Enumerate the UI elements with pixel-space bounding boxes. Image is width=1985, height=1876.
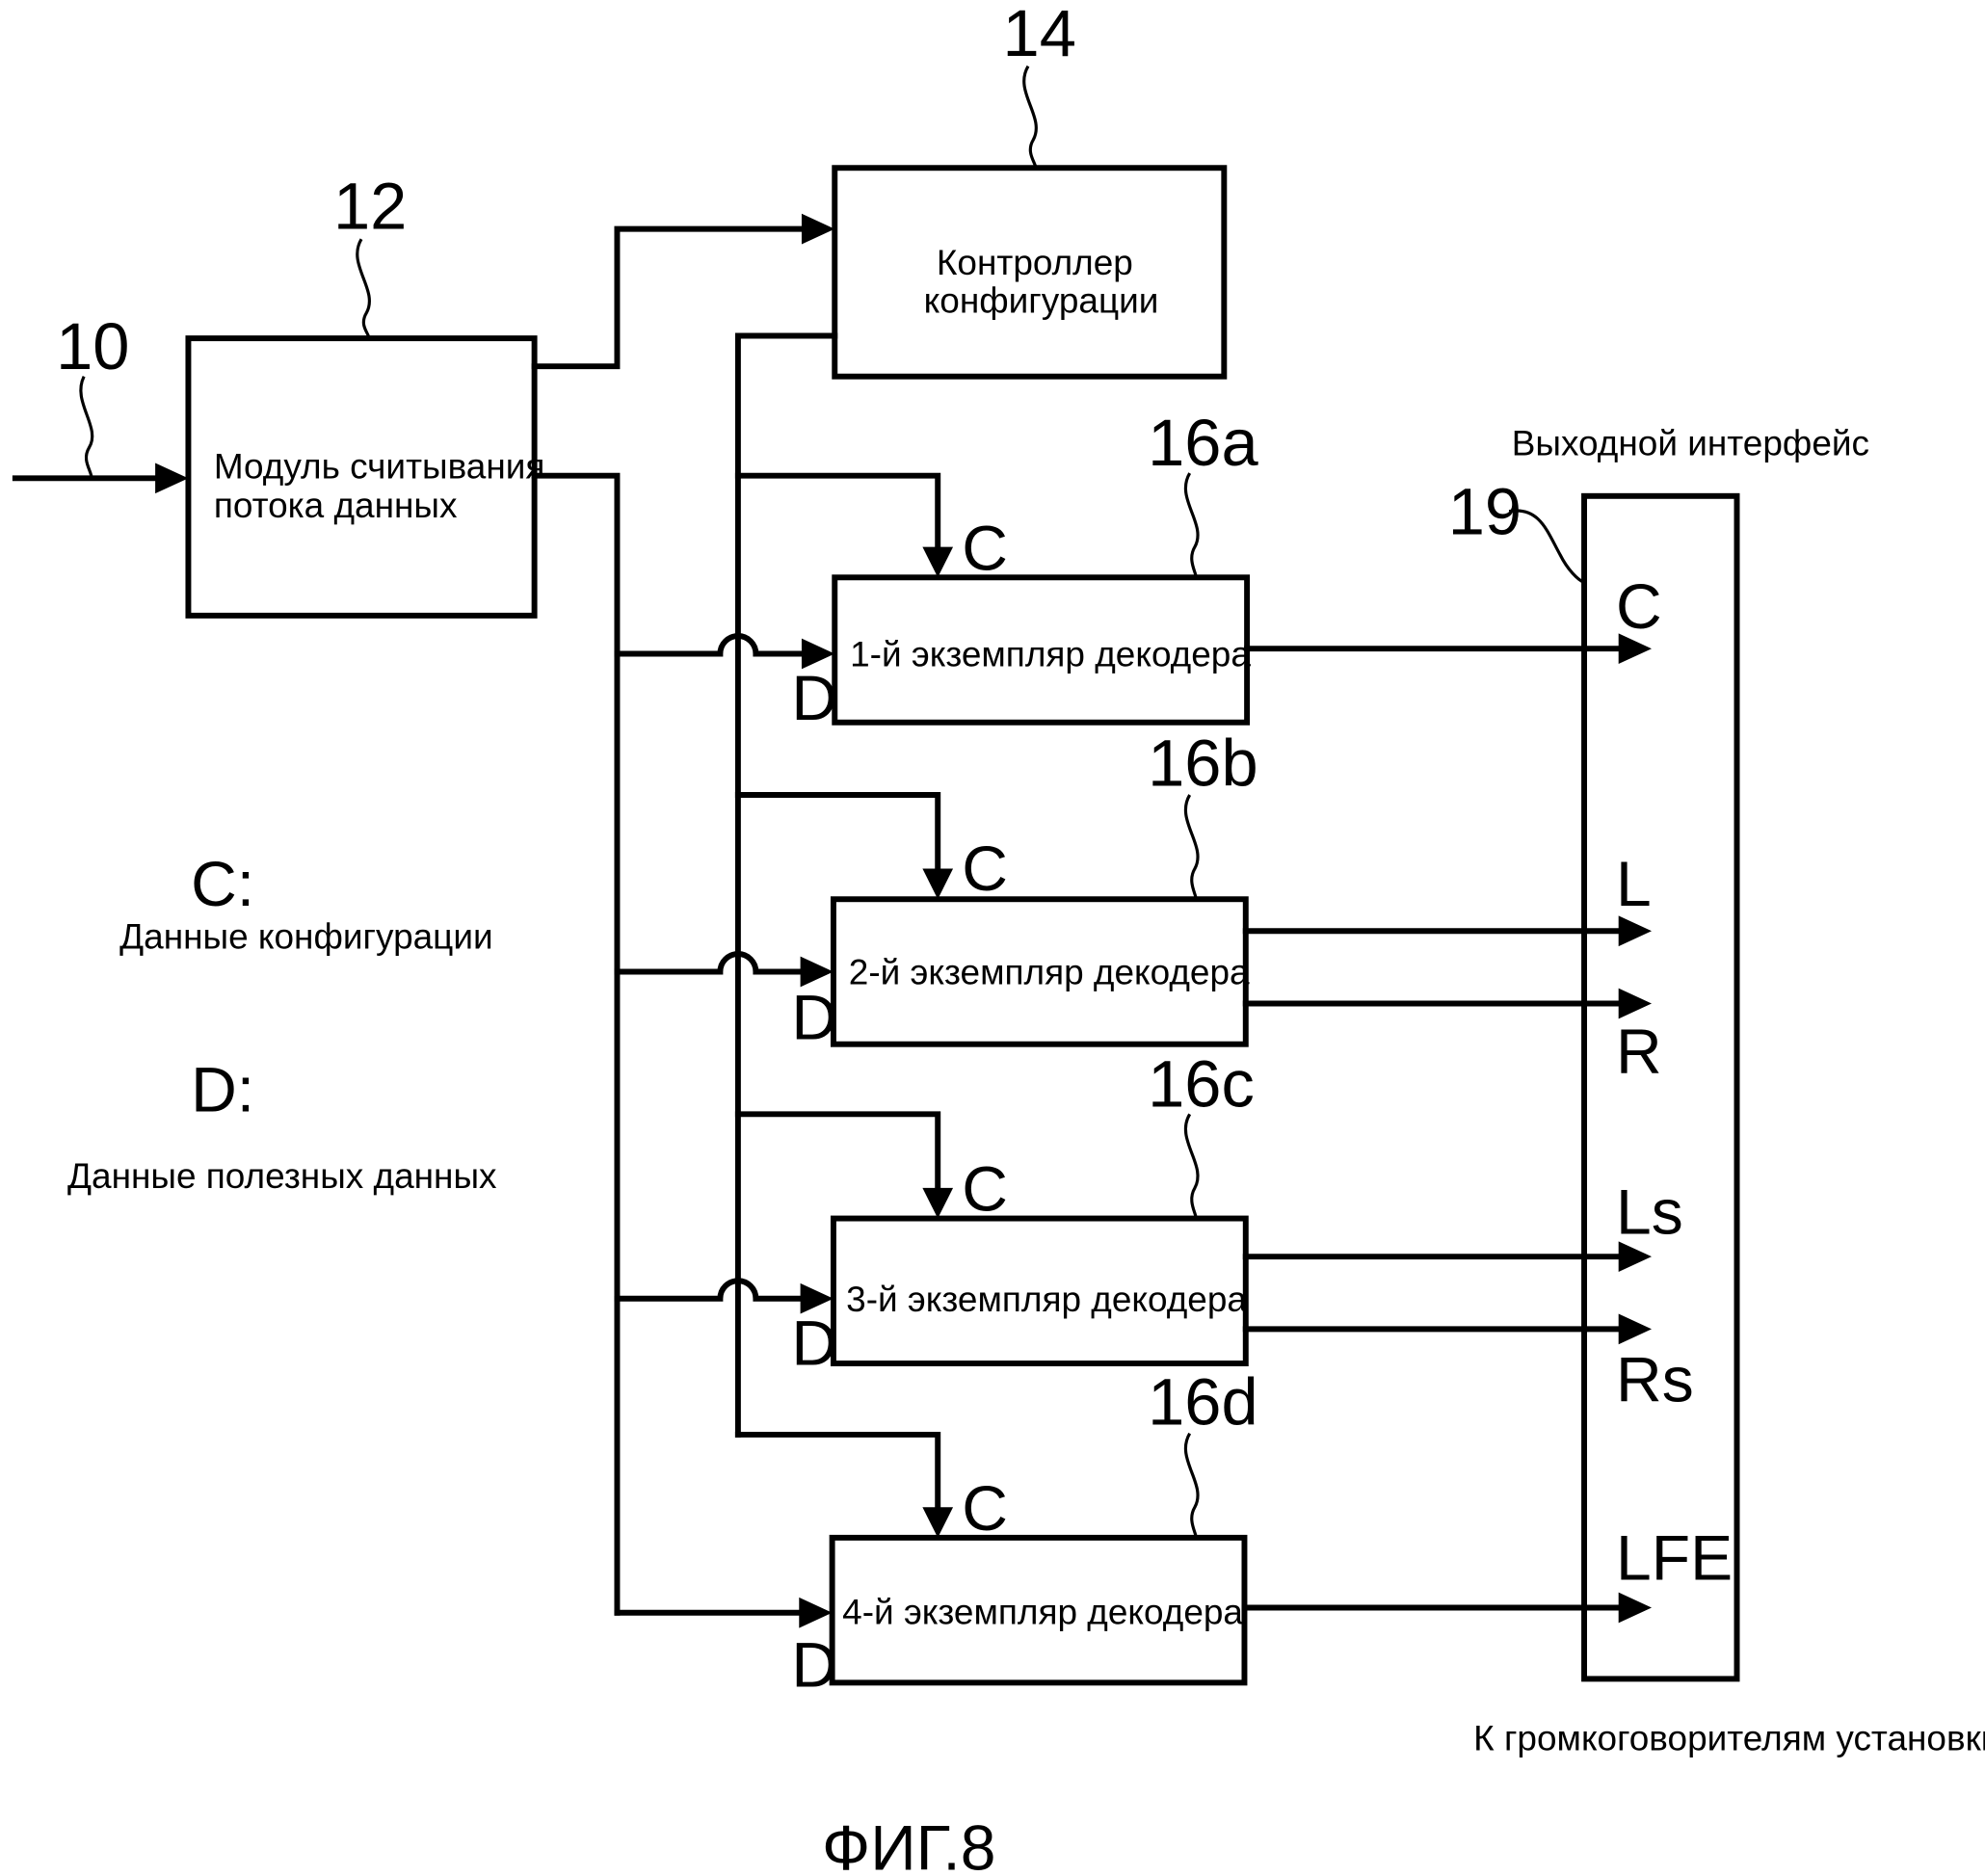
ref-16c: 16c — [1148, 1046, 1255, 1121]
data-bus — [531, 472, 621, 1616]
config-branch-2 — [734, 792, 954, 900]
leader-line-19 — [1508, 509, 1585, 585]
reader-label-line2: потока данных — [214, 486, 458, 525]
config-branch-3 — [734, 1111, 954, 1219]
channel-l-label: L — [1616, 848, 1652, 919]
ref-14: 14 — [1003, 0, 1076, 70]
ref-16a: 16a — [1148, 406, 1258, 480]
ref-10: 10 — [56, 309, 129, 383]
data-branch-4 — [614, 1597, 833, 1628]
output-arrow-r — [1242, 988, 1653, 1019]
output-arrow-c — [1244, 633, 1653, 665]
port-c-1: C — [962, 512, 1008, 583]
reader-to-controller-line — [531, 213, 835, 370]
to-speakers-caption: К громкоговорителям установки 5.1 — [1473, 1718, 1985, 1757]
configuration-controller-block — [832, 165, 1228, 380]
decoder-2-label: 2-й экземпляр декодера — [849, 953, 1250, 992]
output-arrow-rs — [1242, 1313, 1653, 1345]
channel-ls-label: Ls — [1616, 1176, 1683, 1247]
legend-c-description: Данные конфигурации — [119, 917, 493, 957]
output-arrow-l — [1242, 915, 1653, 947]
output-arrow-ls — [1242, 1241, 1653, 1272]
decoder-instance-3-block — [830, 1215, 1249, 1367]
port-c-2: C — [962, 832, 1008, 904]
leader-line-16d — [1183, 1432, 1200, 1539]
port-d-2: D — [791, 981, 837, 1052]
controller-label-line1: Контроллер — [937, 243, 1133, 282]
controller-label-line2: конфигурации — [924, 281, 1159, 321]
leader-line-16c — [1183, 1113, 1200, 1219]
leader-line-14 — [1022, 65, 1038, 169]
channel-c-label: C — [1616, 570, 1662, 642]
ref-19: 19 — [1448, 474, 1522, 548]
port-d-1: D — [791, 662, 837, 733]
decoder-4-label: 4-й экземпляр декодера — [842, 1593, 1243, 1632]
config-bus — [734, 332, 838, 1438]
output-interface-caption: Выходной интерфейс — [1512, 424, 1869, 463]
port-c-3: C — [962, 1153, 1008, 1225]
ref-12: 12 — [333, 170, 407, 244]
decoder-1-label: 1-й экземпляр декодера — [850, 635, 1251, 674]
port-c-4: C — [962, 1472, 1008, 1544]
leader-line-16a — [1183, 472, 1200, 578]
port-d-3: D — [791, 1307, 837, 1378]
reader-label-line1: Модуль считывания — [214, 446, 545, 486]
leader-line-16b — [1183, 794, 1200, 900]
channel-lfe-label: LFE — [1616, 1521, 1733, 1593]
port-d-4: D — [791, 1628, 837, 1700]
legend-d-symbol: D: — [191, 1054, 254, 1125]
config-branch-4 — [734, 1431, 954, 1538]
channel-r-label: R — [1616, 1016, 1662, 1087]
figure-label: ФИГ.8 — [822, 1811, 995, 1876]
decoder-3-label: 3-й экземпляр декодера — [846, 1280, 1247, 1319]
legend-c-symbol: C: — [191, 848, 254, 919]
input-arrow — [12, 462, 189, 494]
ref-16d: 16d — [1148, 1364, 1258, 1439]
data-branch-3 — [614, 1278, 834, 1314]
output-interface-block — [1581, 492, 1740, 1682]
ref-16b: 16b — [1148, 727, 1258, 801]
data-branch-1 — [614, 633, 835, 670]
data-branch-2 — [614, 951, 834, 988]
output-arrow-lfe — [1241, 1592, 1653, 1624]
channel-rs-label: Rs — [1616, 1344, 1694, 1415]
legend-d-description: Данные полезных данных — [67, 1156, 497, 1196]
leader-line-10 — [79, 376, 94, 479]
config-branch-1 — [734, 472, 954, 578]
leader-line-12 — [356, 238, 371, 339]
